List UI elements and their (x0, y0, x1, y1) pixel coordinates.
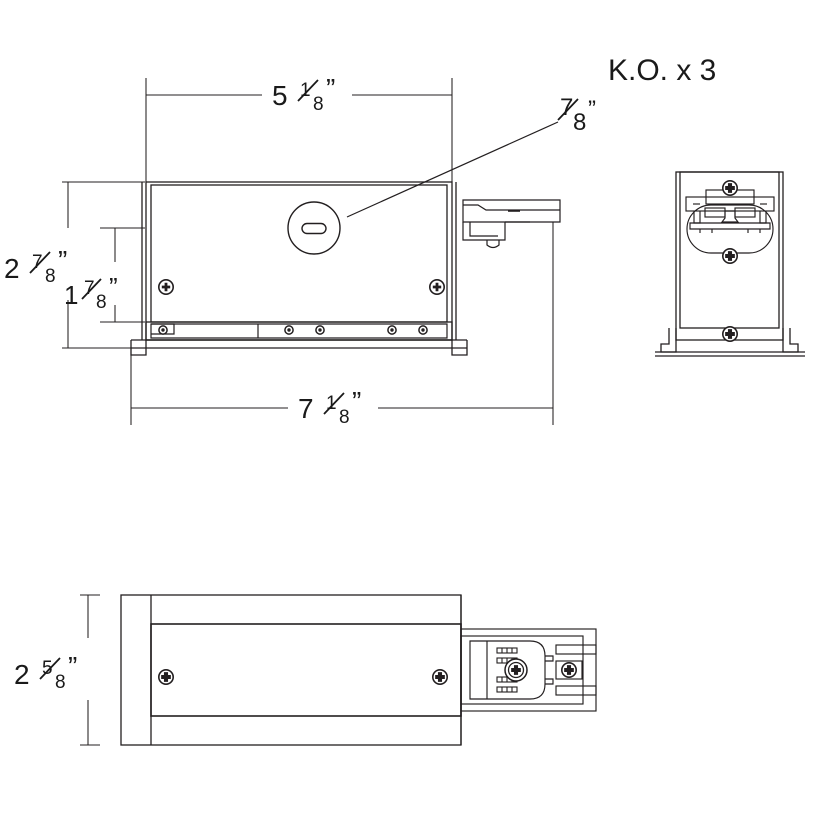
knockout-note-label: K.O. x 3 (608, 54, 716, 87)
dim-fraction-numerator: 5 (42, 658, 53, 679)
dim-fraction-denominator: 8 (313, 94, 324, 115)
screw-icon (721, 325, 739, 343)
screw-icon (428, 278, 446, 296)
mounting-hole (418, 325, 428, 335)
plan-track-connector (460, 628, 597, 712)
screw-icon (158, 668, 174, 686)
mounting-hole (284, 325, 294, 335)
dim-fraction-numerator: 7 (32, 252, 43, 273)
fraction-bar (557, 98, 579, 121)
dim-unit: ” (326, 73, 335, 104)
screw-icon (158, 278, 174, 296)
plan-view (120, 594, 597, 746)
dim-fraction-denominator: 8 (573, 109, 586, 136)
dimension-label-front-height-overall: 2 7 8 ” (4, 245, 67, 287)
dim-unit: ” (352, 386, 361, 417)
dim-fraction-denominator: 8 (96, 292, 107, 313)
dim-unit: ” (588, 96, 596, 123)
dim-whole-number: 5 (272, 80, 288, 111)
end-elevation-view (655, 171, 805, 357)
dim-fraction-numerator: 7 (84, 278, 95, 299)
mounting-hole (315, 325, 325, 335)
dim-whole-number: 2 (4, 253, 20, 284)
dim-fraction-denominator: 8 (339, 407, 350, 428)
dim-unit: ” (68, 651, 77, 682)
dim-whole-number: 7 (298, 393, 314, 424)
mounting-hole (387, 325, 397, 335)
knockout-icon (287, 201, 341, 255)
fraction-bar (29, 251, 51, 274)
dim-fraction-numerator: 1 (326, 393, 337, 414)
dimension-label-front-width-overall: 7 1 8 ” (298, 386, 361, 428)
dim-fraction-denominator: 8 (45, 266, 56, 287)
fraction-bar (39, 657, 61, 680)
screw-icon (721, 248, 739, 265)
end-track-connector (685, 189, 775, 254)
fraction-bar (323, 392, 345, 415)
plan-connector-screw (504, 658, 528, 682)
screw-icon (560, 661, 578, 679)
dimension-label-knockout-size: 7 8 ” (557, 94, 596, 136)
fraction-bar (297, 79, 319, 102)
dim-unit: ” (58, 245, 67, 276)
front-housing-outline (130, 181, 468, 356)
screw-icon (431, 668, 449, 686)
dimension-label-front-width-inner: 5 1 8 ” (272, 73, 335, 115)
mounting-hole (158, 325, 168, 335)
fraction-bar (81, 278, 102, 300)
dim-whole-number: 1 (64, 280, 78, 310)
dimension-label-front-height-inner: 1 7 8 ” (64, 272, 118, 313)
plan-dimension-lines (80, 594, 100, 746)
front-elevation-view (130, 181, 561, 356)
front-track-connector (462, 199, 561, 249)
dimension-label-plan-depth: 2 5 8 ” (14, 651, 77, 693)
knockout-leader-line (346, 121, 559, 218)
screw-icon (721, 180, 739, 196)
front-dimension-lines (62, 78, 554, 425)
dim-fraction-numerator: 1 (300, 80, 311, 101)
dim-whole-number: 2 (14, 659, 30, 690)
dim-fraction-denominator: 8 (55, 672, 66, 693)
dim-unit: ” (109, 272, 118, 302)
